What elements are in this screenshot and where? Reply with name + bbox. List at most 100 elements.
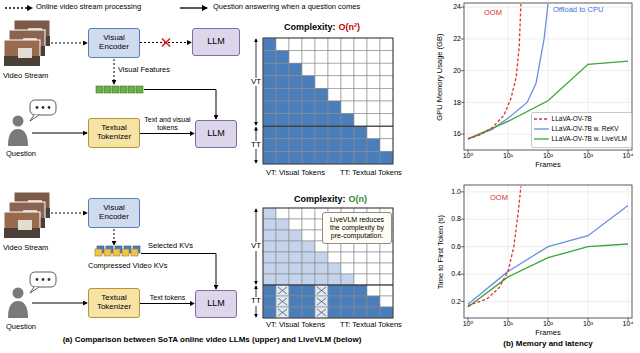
matrix-cell (276, 219, 289, 230)
matrix-cell (328, 101, 341, 114)
matrix-cell (315, 285, 328, 296)
matrix-cell (354, 252, 367, 263)
annotation-label: 10³ (583, 152, 593, 160)
annotation-label: 0.8 (451, 215, 461, 223)
tick-mark (461, 219, 464, 220)
legend-sample (534, 125, 549, 133)
box-label: LLM (207, 299, 225, 309)
matrix-cell (276, 307, 289, 318)
matrix-cell (302, 252, 315, 263)
series-line (468, 186, 521, 305)
matrix-cell (263, 219, 276, 230)
connector (140, 303, 194, 304)
matrix-cell (302, 230, 315, 241)
matrix-cell (341, 274, 354, 285)
matrix-cell (354, 114, 367, 127)
matrix-cell (263, 126, 276, 139)
matrix-cell (380, 88, 393, 101)
matrix-cell (380, 263, 393, 274)
matrix-cell (341, 307, 354, 318)
matrix-cell (289, 88, 302, 101)
edge-label: Text tokens (143, 294, 193, 302)
annotation-label: Compressed Video KVs (88, 262, 168, 270)
annotation-label: Question (6, 323, 36, 331)
tick-mark (461, 38, 464, 39)
matrix-cell (276, 88, 289, 101)
matrix-cell (380, 274, 393, 285)
skip-mark (317, 287, 326, 294)
matrix-cell (380, 126, 393, 139)
matrix-cell (354, 274, 367, 285)
skip-mark (317, 298, 326, 305)
annotation-label: 20 (453, 67, 461, 75)
matrix-cell (302, 88, 315, 101)
matrix-cell (367, 307, 380, 318)
matrix-cell (315, 101, 328, 114)
annotation-label: 0.6 (451, 243, 461, 251)
annotation-label: 16 (453, 130, 461, 138)
matrix-cell (367, 63, 380, 76)
matrix-cell (302, 208, 315, 219)
annotation-label: 18 (453, 99, 461, 107)
stream-arrow (51, 213, 87, 214)
series-line (468, 244, 628, 307)
matrix-cell (302, 101, 315, 114)
matrix-cell (289, 101, 302, 114)
matrix-cell (367, 88, 380, 101)
matrix-border (263, 38, 393, 164)
matrix-cell (276, 274, 289, 285)
matrix-cell (341, 296, 354, 307)
matrix-cell (315, 88, 328, 101)
matrix-cell (276, 296, 289, 307)
grid-line (588, 185, 589, 318)
matrix-cell (263, 208, 276, 219)
matrix-cell (302, 63, 315, 76)
annotation-label: Video Stream (3, 244, 48, 252)
feature-path (144, 90, 216, 120)
matrix-cell (289, 274, 302, 285)
matrix-cell (276, 241, 289, 252)
matrix-cell (354, 285, 367, 296)
grid-line (468, 3, 469, 150)
matrix-cell (289, 285, 302, 296)
speech-bubble (30, 100, 56, 293)
skip-mark (278, 298, 287, 305)
legend-text: LLaVA-OV-7B w. ReKV (552, 125, 619, 132)
line-chart (461, 3, 632, 153)
matrix-cell (276, 230, 289, 241)
kv-path (141, 254, 216, 290)
legend-line (534, 128, 549, 129)
matrix-cell (367, 139, 380, 152)
video-frames (4, 20, 50, 66)
legend-line (5, 7, 32, 8)
skip-mark (317, 309, 326, 316)
matrix-cell (367, 76, 380, 89)
matrix-border (263, 208, 393, 318)
matrix-cell (328, 296, 341, 307)
annotation-label: O(n²) (339, 23, 361, 33)
legend-line (534, 138, 549, 139)
series-line (468, 4, 548, 139)
annotation-label: TT (250, 141, 262, 150)
matrix-cell (341, 51, 354, 64)
matrix-cell (328, 139, 341, 152)
matrix-cell (354, 139, 367, 152)
matrix-cell (315, 114, 328, 127)
matrix-cell (315, 139, 328, 152)
box-label: Textual Tokenizer (91, 294, 137, 312)
series-line (468, 4, 521, 139)
tick-mark (461, 246, 464, 247)
annotation-label: Complexity: (294, 195, 346, 205)
matrix-cell (354, 263, 367, 274)
matrix-cell (302, 76, 315, 89)
matrix-cell (263, 114, 276, 127)
matrix-cell (354, 63, 367, 76)
matrix-cell (354, 307, 367, 318)
process-box: LLM (195, 290, 237, 318)
tick-mark (461, 7, 464, 8)
annotation-label: (b) Memory and latency (503, 340, 592, 349)
matrix-cell (315, 51, 328, 64)
matrix-cell (263, 38, 276, 51)
matrix-cell (328, 38, 341, 51)
